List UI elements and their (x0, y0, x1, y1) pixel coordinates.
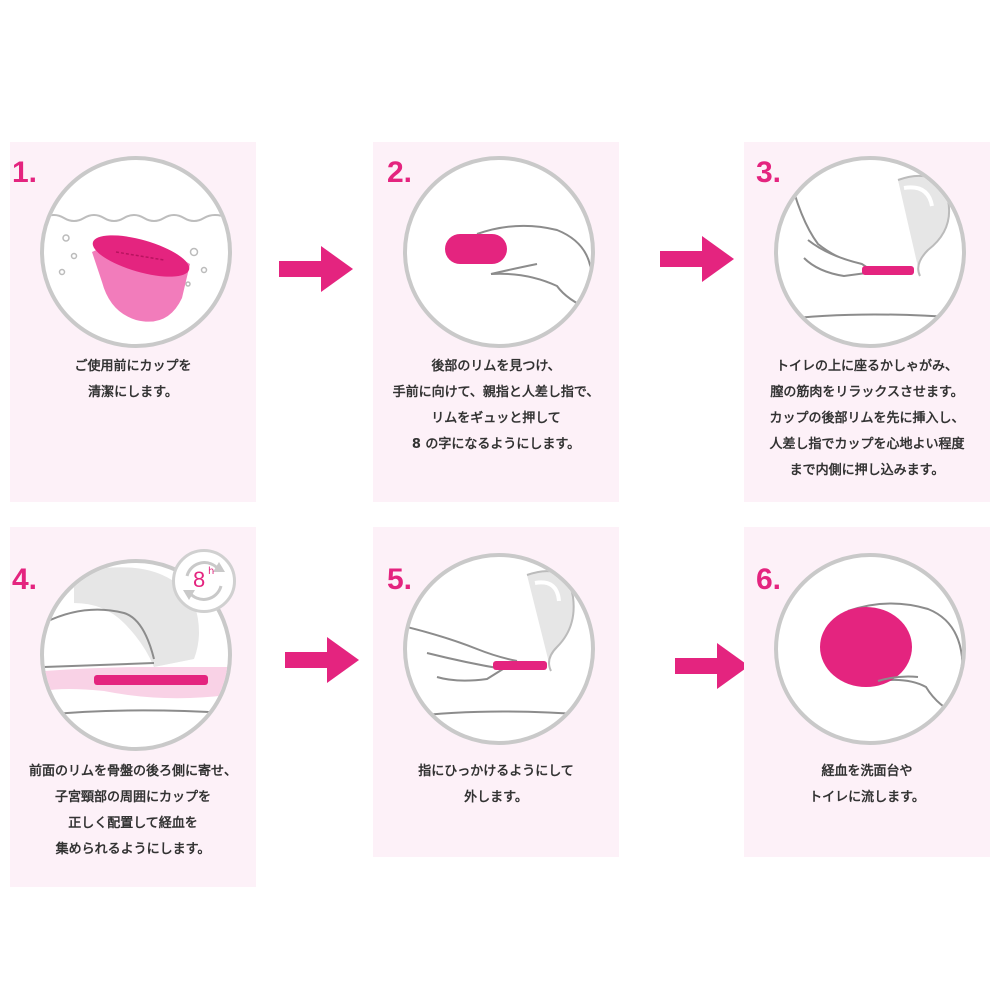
caption-line: 集められるようにします。 (55, 842, 211, 857)
step-panel-4: 4. 8 h 前面のリムを骨盤の後ろ側に寄せ、 子宮頸部の周囲にカップを 正しく… (10, 527, 256, 887)
step-panel-3: 3. トイレの上に座るかしゃがみ、 膣の筋肉をリラックスさせます。 カップの後部… (744, 142, 990, 502)
insert-cup-illustration (778, 169, 962, 321)
clock-refresh-icon: 8 h (172, 549, 236, 613)
step-caption: 後部のリムを見つけ、 手前に向けて、親指と人差し指で、 リムをギュッと押して 8… (373, 354, 619, 458)
arrow-right-icon (675, 643, 749, 689)
badge-hours: 8 (193, 567, 206, 592)
caption-line: カップの後部リムを先に挿入し、 (769, 411, 965, 426)
remove-cup-illustration (407, 570, 591, 718)
step-caption: ご使用前にカップを 清潔にします。 (10, 354, 256, 406)
position-cup-illustration (44, 567, 228, 716)
caption-line: トイレに流します。 (809, 790, 925, 805)
step-number: 1. (12, 156, 38, 189)
step-illustration (774, 553, 966, 745)
step-illustration (403, 553, 595, 745)
arrow-right-icon (660, 236, 734, 282)
caption-line: トイレの上に座るかしゃがみ、 (775, 359, 958, 374)
caption-line: ご使用前にカップを (74, 359, 192, 374)
caption-line: 子宮頸部の周囲にカップを (54, 790, 211, 805)
fold-cup-illustration (445, 224, 591, 312)
step-number: 5. (387, 563, 413, 596)
step-caption: 前面のリムを骨盤の後ろ側に寄せ、 子宮頸部の周囲にカップを 正しく配置して経血を… (10, 759, 256, 863)
caption-line: 外します。 (464, 790, 528, 805)
badge-unit: h (208, 566, 215, 577)
caption-line: 正しく配置して経血を (68, 816, 198, 831)
caption-line: 8 の字になるようにします。 (411, 437, 581, 452)
step-number: 2. (387, 156, 413, 189)
step-panel-6: 6. 経血を洗面台や トイレに流します。 (744, 527, 990, 857)
step-panel-2: 2. 後部のリムを見つけ、 手前に向けて、親指と人差し指で、 リムをギュッと押し… (373, 142, 619, 502)
step-illustration (403, 156, 595, 348)
caption-line: 前面のリムを骨盤の後ろ側に寄せ、 (28, 764, 237, 779)
step-caption: 経血を洗面台や トイレに流します。 (744, 759, 990, 811)
step-caption: 指にひっかけるようにして 外します。 (373, 759, 619, 811)
caption-line: まで内側に押し込みます。 (789, 463, 945, 478)
caption-line: 経血を洗面台や (821, 764, 913, 779)
step-number: 3. (756, 156, 782, 189)
step-number: 4. (12, 563, 38, 596)
step-number: 6. (756, 563, 782, 596)
step-illustration (40, 559, 232, 751)
caption-line: 清潔にします。 (88, 385, 178, 400)
empty-cup-illustration (820, 602, 962, 719)
caption-line: 膣の筋肉をリラックスさせます。 (770, 385, 964, 400)
cup-in-water-illustration (44, 214, 228, 322)
caption-line: 人差し指でカップを心地よい程度 (769, 437, 965, 452)
step-panel-1: 1. ご使用前にカップを 清潔にします。 (10, 142, 256, 502)
arrow-right-icon (285, 637, 359, 683)
step-caption: トイレの上に座るかしゃがみ、 膣の筋肉をリラックスさせます。 カップの後部リムを… (744, 354, 990, 484)
step-panel-5: 5. 指にひっかけるようにして 外します。 (373, 527, 619, 857)
caption-line: 手前に向けて、親指と人差し指で、 (392, 385, 600, 400)
caption-line: 後部のリムを見つけ、 (431, 359, 561, 374)
arrow-right-icon (279, 246, 353, 292)
step-illustration (774, 156, 966, 348)
caption-line: 指にひっかけるようにして (418, 764, 574, 779)
step-illustration (40, 156, 232, 348)
caption-line: リムをギュッと押して (431, 411, 561, 426)
